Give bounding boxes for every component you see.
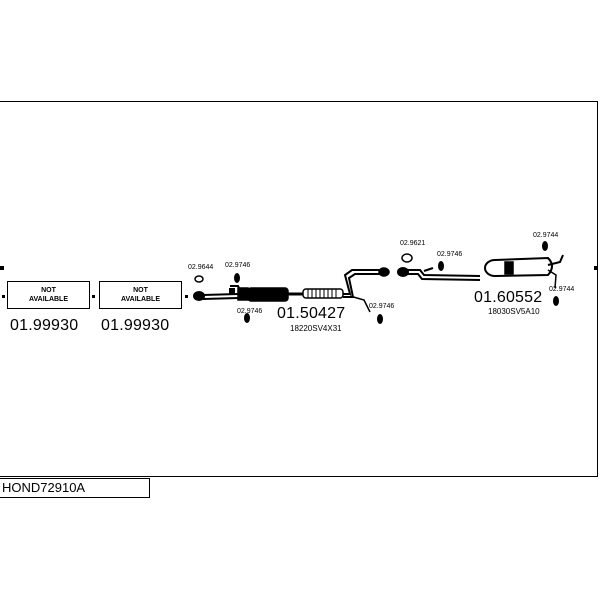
- part-number-label: 01.50427: [277, 305, 346, 322]
- left-edge-mark: [0, 266, 4, 270]
- fitting-label: 02.9746: [225, 262, 251, 269]
- connector-dot: [185, 295, 188, 298]
- fitting-label: 02.9746: [437, 251, 463, 258]
- center-silencer: [237, 267, 390, 313]
- right-edge-mark: [594, 266, 598, 270]
- part-number-label: 01.99930: [10, 317, 79, 334]
- fitting-label: 02.9621: [400, 240, 426, 247]
- fitting-label: 02.9746: [369, 303, 395, 310]
- not-available-line2: AVAILABLE: [120, 296, 161, 303]
- fitting-label: 02.9644: [188, 264, 214, 271]
- fitting-label: 02.9744: [549, 286, 575, 293]
- diagram-reference: HOND72910A: [0, 478, 150, 498]
- rear-pipe: [397, 267, 481, 281]
- not-available-box-1: NOT AVAILABLE: [7, 281, 90, 309]
- connector-dot: [92, 295, 95, 298]
- rear-muffler: [484, 254, 564, 289]
- connector-dot: [2, 295, 5, 298]
- front-pipe: [193, 285, 241, 301]
- part-number-label: 01.60552: [474, 289, 543, 306]
- not-available-line1: NOT: [41, 287, 56, 294]
- diagram-frame: [0, 101, 598, 477]
- rubber-mounts: [194, 241, 559, 324]
- oem-number-label: 18220SV4X31: [290, 324, 342, 333]
- not-available-box-2: NOT AVAILABLE: [99, 281, 182, 309]
- fitting-label: 02.9744: [533, 232, 559, 239]
- not-available-line2: AVAILABLE: [28, 296, 69, 303]
- oem-number-label: 18030SV5A10: [488, 307, 540, 316]
- not-available-line1: NOT: [133, 287, 148, 294]
- part-number-label: 01.99930: [101, 317, 170, 334]
- fitting-label: 02.9746: [237, 308, 263, 315]
